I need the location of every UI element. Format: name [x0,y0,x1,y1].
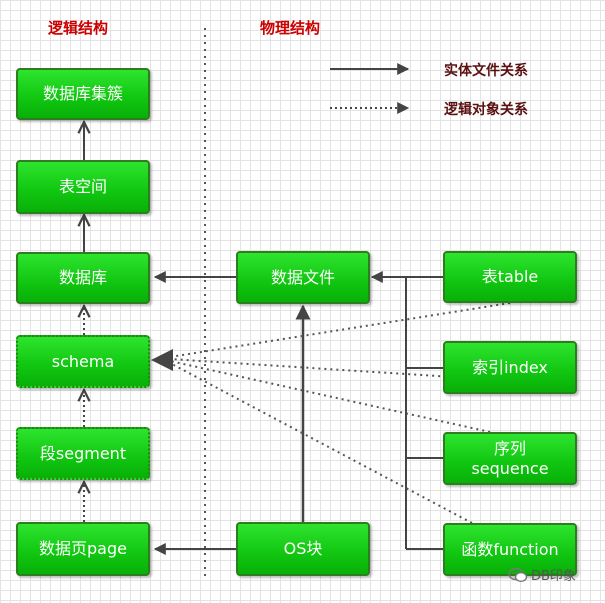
node-tablespace[interactable]: 表空间 [16,160,150,214]
node-function[interactable]: 函数function [443,523,577,576]
node-data-page[interactable]: 数据页page [16,522,150,576]
node-table-label: 表table [481,267,539,287]
node-db-cluster[interactable]: 数据库集簇 [16,68,150,120]
node-schema[interactable]: schema [16,335,150,388]
node-function-label: 函数function [461,539,559,559]
edge-sequence-to-schema [169,360,491,433]
node-data-file[interactable]: 数据文件 [236,251,370,304]
node-segment[interactable]: 段segment [16,427,150,480]
node-segment-label: 段segment [39,443,127,463]
node-db-cluster-label: 数据库集簇 [42,84,123,104]
schema-arrowhead [151,349,173,371]
node-os-block-label: OS块 [283,539,323,559]
wechat-icon [508,567,528,582]
node-data-file-label: 数据文件 [270,267,335,287]
logical-structure-heading: 逻辑结构 [48,19,109,37]
watermark: DB印象 [508,565,576,584]
node-table[interactable]: 表table [443,251,577,303]
physical-structure-heading: 物理结构 [260,19,321,37]
node-schema-label: schema [51,351,115,371]
node-data-page-label: 数据页page [39,539,127,559]
node-index-label: 索引index [472,357,548,377]
node-os-block[interactable]: OS块 [236,522,370,576]
node-tablespace-label: 表空间 [58,177,107,197]
node-database[interactable]: 数据库 [16,252,150,304]
node-database-label: 数据库 [58,268,107,288]
node-sequence-label-line2: sequence [471,458,549,478]
watermark-text: DB印象 [531,569,576,584]
edge-function-to-schema [169,362,473,524]
node-sequence[interactable]: 序列 sequence [443,432,577,485]
node-sequence-label-line1: 序列 [493,439,526,459]
legend-dotted-label: 逻辑对象关系 [444,102,528,118]
node-index[interactable]: 索引index [443,341,577,394]
legend-solid-label: 实体文件关系 [444,63,528,79]
